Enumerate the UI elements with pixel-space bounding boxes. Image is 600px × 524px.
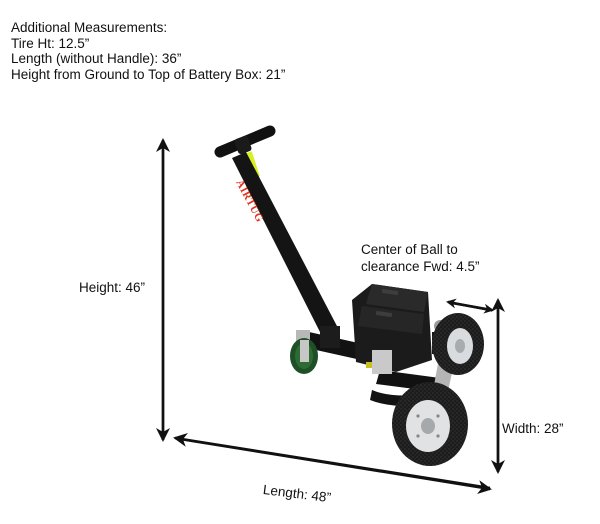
- ball-clearance-label-line1: Center of Ball to: [361, 242, 458, 257]
- tow-dolly-image: AIRTUG: [214, 125, 484, 466]
- motor-housing: [372, 350, 392, 374]
- handle-shaft: [232, 152, 338, 336]
- length-dimension-arrow: [173, 432, 492, 494]
- additional-measurements: Additional Measurements: Tire Ht: 12.5” …: [11, 20, 285, 82]
- battery-box-height-note: Height from Ground to Top of Battery Box…: [11, 66, 286, 82]
- caster-wheel: [290, 330, 318, 374]
- tire-height-note: Tire Ht: 12.5”: [11, 35, 90, 51]
- rear-wheel-upper: [432, 313, 484, 375]
- length-without-handle-note: Length (without Handle): 36”: [11, 51, 182, 66]
- notes-heading: Additional Measurements:: [11, 20, 168, 35]
- ball-clearance-arrow: [446, 298, 494, 314]
- ball-clearance-label-line2: clearance Fwd: 4.5”: [361, 259, 480, 274]
- width-label: Width: 28”: [502, 421, 564, 436]
- handle-grip: [214, 125, 276, 158]
- height-label: Height: 46”: [79, 280, 146, 295]
- battery-box: [352, 284, 432, 372]
- front-wheel-lower: [392, 382, 468, 466]
